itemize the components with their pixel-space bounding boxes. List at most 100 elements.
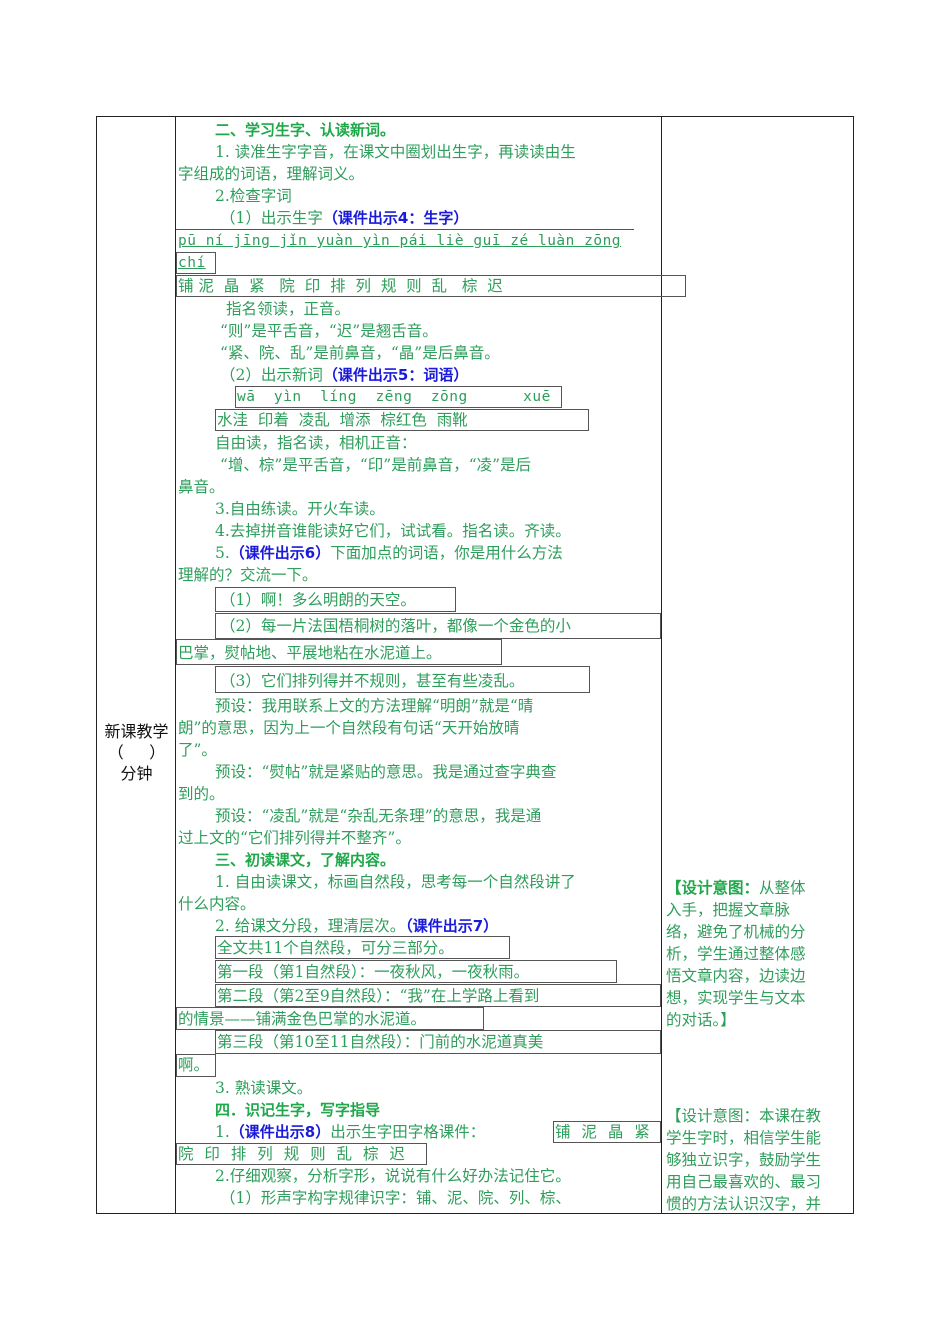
- sentence3-box: [215, 666, 590, 693]
- preset1-line3: 了”。: [178, 741, 217, 759]
- pinyin-line1: pū ní jīng jǐn yuàn yìn pái liè guī zé l…: [178, 233, 622, 249]
- item5-text: 下面加点的词语，你是用什么方法: [330, 544, 563, 562]
- note1-line: 的对话。】: [666, 1011, 736, 1029]
- sub2-label: （2）出示新词: [220, 366, 323, 384]
- part3-line1: 第三段（第10至11自然段）：门前的水泥道真美: [217, 1033, 544, 1051]
- part3-box-bottom: [176, 1054, 216, 1077]
- grid-chars-box-top: [553, 1121, 661, 1143]
- preset1-line1: 预设：我用联系上文的方法理解“明朗”就是“晴: [215, 697, 534, 715]
- section2-heading: 二、学习生字、认读新词。: [215, 121, 396, 139]
- words-line: 水洼 印着 凌乱 增添 棕红色 雨靴: [217, 411, 468, 429]
- courseware-4-label: （课件出示4：生字）: [322, 209, 469, 227]
- design-note-1-title: 【设计意图：: [666, 879, 760, 897]
- s2-sub2: （2）出示新词（课件出示5：词语）: [220, 364, 468, 386]
- s2-item5-line2: 理解的？交流一下。: [178, 566, 318, 584]
- free-read: 自由读，指名读，相机正音：: [215, 434, 417, 452]
- part3-line2: 啊。: [178, 1056, 210, 1074]
- note1-line: 析，学生通过整体感: [666, 945, 806, 963]
- lesson-plan-table: 新课教学 （ ） 分钟 二、学习生字、认读新词。 1. 读准生字字音，在课文中圈…: [96, 116, 854, 1214]
- sentence1: （1）啊！多么明朗的天空。: [220, 591, 416, 609]
- words-pinyin-box: [235, 386, 562, 408]
- part1: 第一段（第1自然段）：一夜秋风，一夜秋雨。: [217, 963, 530, 981]
- teaching-process-column: 二、学习生字、认读新词。 1. 读准生字字音，在课文中圈划出生字，再读读由生 字…: [176, 117, 686, 1213]
- s2-note1: 指名领读，正音。: [226, 300, 351, 318]
- note2-line: 学生字时，相信学生能: [666, 1129, 822, 1147]
- stage-duration-unit: 分钟: [120, 764, 153, 783]
- note1-line: 入手，把握文章脉: [666, 901, 791, 919]
- preset2-line2: 到的。: [178, 785, 225, 803]
- phonetic-line2: 鼻音。: [178, 478, 225, 496]
- sentence3: （3）它们排列得并不规则，甚至有些凌乱。: [220, 672, 525, 690]
- design-intent-column: 【设计意图：从整体 入手，把握文章脉 络，避免了机械的分 析，学生通过整体感 悟…: [662, 117, 852, 1213]
- pinyin-line2-box: [176, 252, 216, 274]
- s4-item1: 1.（课件出示8）出示生字田字格课件：: [215, 1121, 485, 1143]
- s3-item1-line2: 什么内容。: [178, 895, 256, 913]
- sentence2-line1: （2）每一片法国梧桐树的落叶，都像一个金色的小: [220, 617, 571, 635]
- section3-heading: 三、初读课文，了解内容。: [215, 851, 396, 869]
- s2-item1-line1: 1. 读准生字字音，在课文中圈划出生字，再读读由生: [215, 143, 576, 161]
- note2-line: 用自己最喜欢的、最习: [666, 1173, 822, 1191]
- s3-item1-line1: 1. 自由读课文，标画自然段，思考每一个自然段讲了: [215, 873, 576, 891]
- s2-item4: 4.去掉拼音谁能读好它们，试试看。指名读。齐读。: [215, 522, 571, 540]
- part2-line1: 第二段（第2至9自然段）：“我”在上学路上看到: [217, 987, 540, 1005]
- s3-item2-text: 2. 给课文分段，理清层次。: [215, 917, 406, 935]
- sentence2-box-bottom: [176, 639, 502, 665]
- s3-item3: 3. 熟读课文。: [215, 1079, 313, 1097]
- s2-item2: 2.检查字词: [215, 187, 292, 205]
- sub1-label: （1）出示生字: [220, 209, 323, 227]
- note2-line: 够独立识字，鼓励学生: [666, 1151, 822, 1169]
- grid-chars-box-bottom: [176, 1143, 427, 1165]
- note1-line: 络，避免了机械的分: [666, 923, 806, 941]
- item5-prefix: 5.: [215, 544, 230, 562]
- s2-item3: 3.自由练读。开火车读。: [215, 500, 385, 518]
- preset3-line2: 过上文的“它们排列得并不整齐”。: [178, 829, 411, 847]
- part2-box-bottom: [176, 1007, 484, 1030]
- s4-item1-prefix: 1.: [215, 1123, 230, 1141]
- courseware-5-label: （课件出示5：词语）: [322, 366, 469, 384]
- s2-sub1: （1）出示生字（课件出示4：生字）: [220, 207, 468, 229]
- part1-box: [215, 960, 617, 983]
- stage-column: 新课教学 （ ） 分钟: [97, 117, 176, 1213]
- pinyin-rule-top: [176, 229, 634, 230]
- s2-note3: “紧、院、乱”是前鼻音，“晶”是后鼻音。: [220, 344, 500, 362]
- design-note-2: 【设计意图：本课在教 学生字时，相信学生能 够独立识字，鼓励学生 用自己最喜欢的…: [666, 1105, 850, 1215]
- summary-box: [215, 936, 510, 959]
- s4-item2-sub1: （1）形声字构字规律识字：铺、泥、院、列、棕、: [220, 1189, 571, 1207]
- sentence2-box-top: [215, 613, 661, 639]
- preset2-line1: 预设：“熨帖”就是紧贴的意思。我是通过查字典查: [215, 763, 557, 781]
- sentence2-line2: 巴掌，熨帖地、平展地粘在水泥道上。: [178, 644, 442, 662]
- note1-line: 悟文章内容，边读边: [666, 967, 806, 985]
- grid-chars-line2: 院 印 排 列 规 则 乱 棕 迟: [178, 1145, 408, 1163]
- sentence1-box: [215, 587, 456, 612]
- new-chars-box: [176, 275, 686, 297]
- preset3-line1: 预设：“凌乱”就是“杂乱无条理”的意思，我是通: [215, 807, 542, 825]
- summary: 全文共11个自然段，可分三部分。: [217, 939, 454, 957]
- courseware-6-label: （课件出示6）: [229, 544, 331, 562]
- part2-box-top: [215, 984, 661, 1007]
- words-pinyin: wā yìn líng zēng zōng xuē: [237, 389, 551, 405]
- note1-line: 从整体: [759, 879, 806, 897]
- section4-heading: 四．识记生字，写字指导: [215, 1101, 381, 1119]
- note2-line: 惯的方法认识汉字，并: [666, 1195, 822, 1213]
- words-box: [215, 409, 589, 431]
- part3-box-top: [215, 1030, 661, 1054]
- note1-line: 想，实现学生与文本: [666, 989, 806, 1007]
- s2-item5: 5.（课件出示6）下面加点的词语，你是用什么方法: [215, 542, 563, 564]
- phonetic-line1: “增、棕”是平舌音，“印”是前鼻音，“凌”是后: [220, 456, 532, 474]
- stage-label: 新课教学 （ ） 分钟: [97, 721, 176, 784]
- s4-item1-text: 出示生字田字格课件：: [330, 1123, 486, 1141]
- part2-line2: 的情景——铺满金色巴掌的水泥道。: [178, 1010, 427, 1028]
- stage-title: 新课教学: [104, 722, 169, 741]
- note2-line: 本课在教: [759, 1107, 822, 1125]
- s2-item1-line2: 字组成的词语，理解词义。: [178, 165, 365, 183]
- new-chars-line: 铺 泥 晶 紧 院 印 排 列 规 则 乱 棕 迟: [178, 277, 503, 295]
- design-note-2-title: 【设计意图：: [666, 1107, 760, 1125]
- courseware-8-label: （课件出示8）: [229, 1123, 331, 1141]
- s2-note2: “则”是平舌音，“迟”是翘舌音。: [220, 322, 438, 340]
- stage-duration-blank: （ ）: [107, 743, 166, 762]
- s4-item2: 2.仔细观察，分析字形，说说有什么好办法记住它。: [215, 1167, 571, 1185]
- pinyin-line2: chí: [178, 255, 206, 271]
- s3-item2: 2. 给课文分段，理清层次。（课件出示7）: [215, 915, 498, 937]
- courseware-7-label: （课件出示7）: [405, 917, 499, 935]
- preset1-line2: 朗”的意思，因为上一个自然段有句话“天开始放晴: [178, 719, 520, 737]
